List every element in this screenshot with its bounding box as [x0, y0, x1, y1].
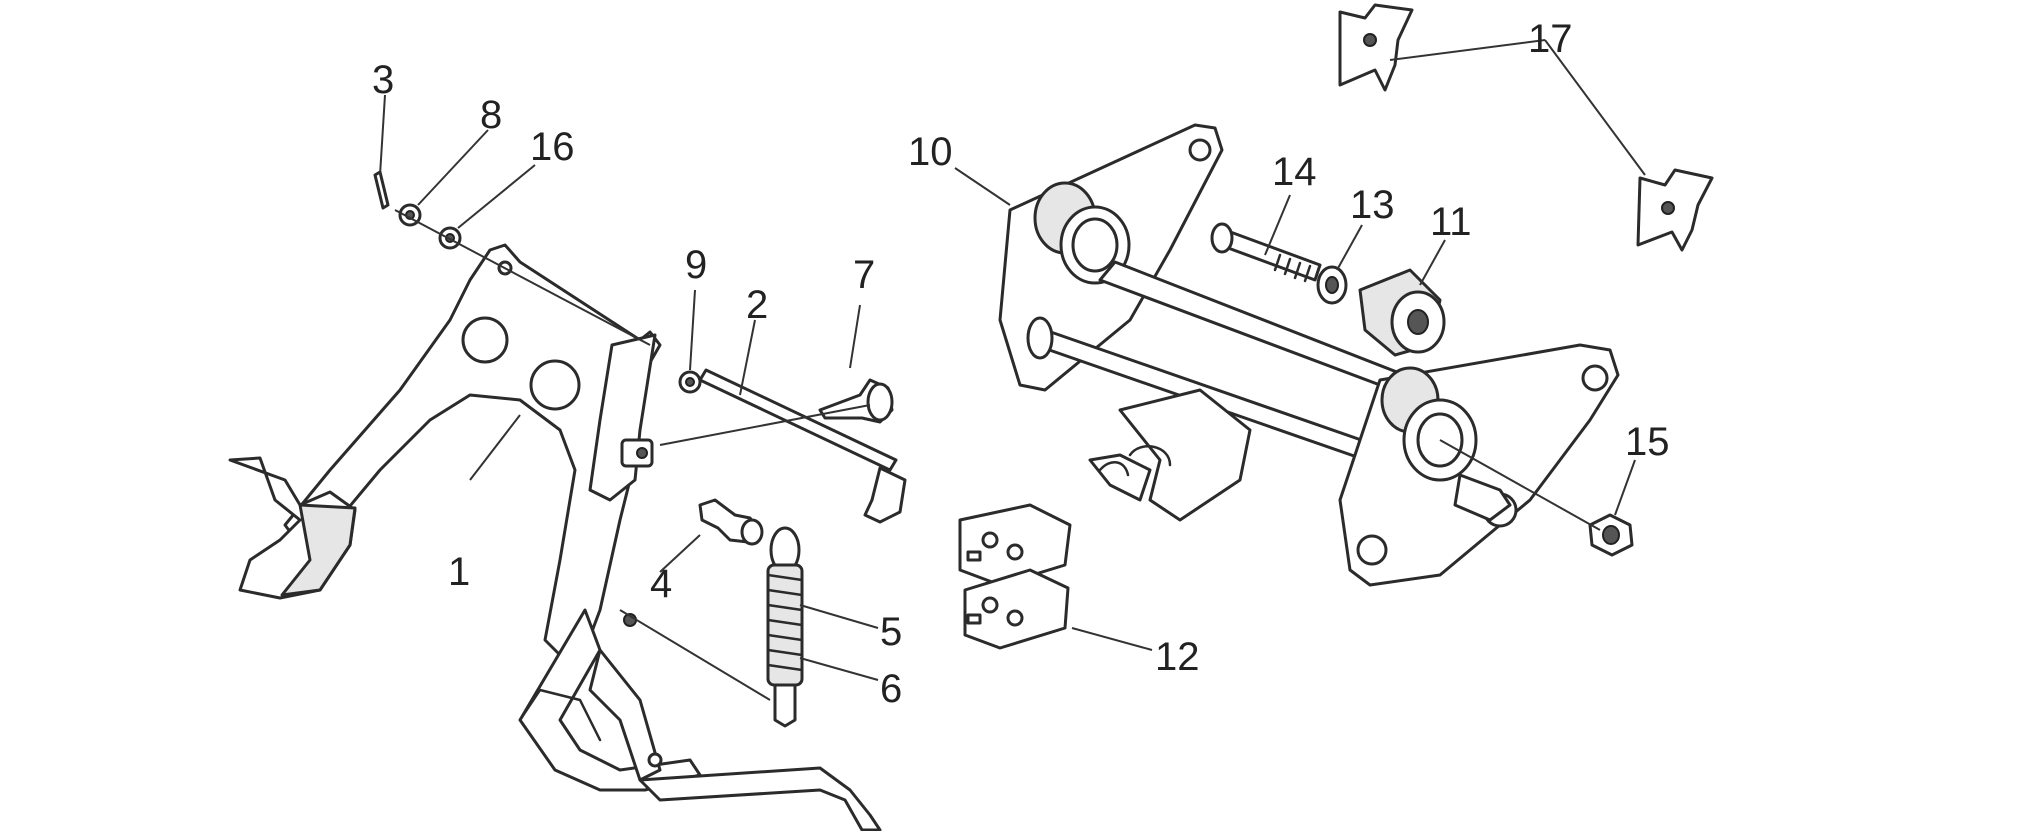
part-stand-spring — [766, 526, 804, 728]
callout-labels: 1 2 3 4 5 6 7 8 9 10 11 12 13 14 15 16 1… — [372, 17, 1670, 711]
part-hanger-bolt — [1210, 222, 1322, 283]
callout-3: 3 — [372, 58, 394, 102]
callout-14: 14 — [1272, 150, 1317, 194]
callout-17: 17 — [1528, 17, 1573, 61]
part-rubber-stop — [818, 378, 894, 424]
callout-6: 6 — [880, 667, 902, 711]
callout-9: 9 — [685, 243, 707, 287]
assembly-guide-lines — [394, 209, 1601, 701]
callout-13: 13 — [1350, 183, 1395, 227]
callout-leaders — [379, 39, 1646, 681]
part-washer-13 — [1316, 265, 1348, 305]
callout-15: 15 — [1625, 420, 1670, 464]
callout-12: 12 — [1155, 635, 1200, 679]
part-mounting-clips — [1338, 3, 1714, 252]
part-center-stand — [228, 243, 882, 831]
callout-2: 2 — [746, 283, 768, 327]
part-silent-block — [1358, 268, 1446, 357]
callout-16: 16 — [530, 125, 575, 169]
callout-8: 8 — [480, 93, 502, 137]
washer-9-hole — [685, 377, 695, 387]
part-pivot-shaft — [698, 368, 907, 524]
part-spring-bush — [698, 498, 764, 546]
part-engine-hanger — [998, 123, 1620, 587]
callout-7: 7 — [853, 253, 875, 297]
callout-1: 1 — [448, 550, 470, 594]
part-pin — [373, 170, 390, 210]
callout-5: 5 — [880, 610, 902, 654]
callout-11: 11 — [1430, 200, 1472, 244]
part-flange-nut — [1588, 513, 1634, 557]
part-rubber-blocks — [958, 503, 1072, 650]
callout-10: 10 — [908, 130, 953, 174]
callout-4: 4 — [650, 562, 672, 606]
